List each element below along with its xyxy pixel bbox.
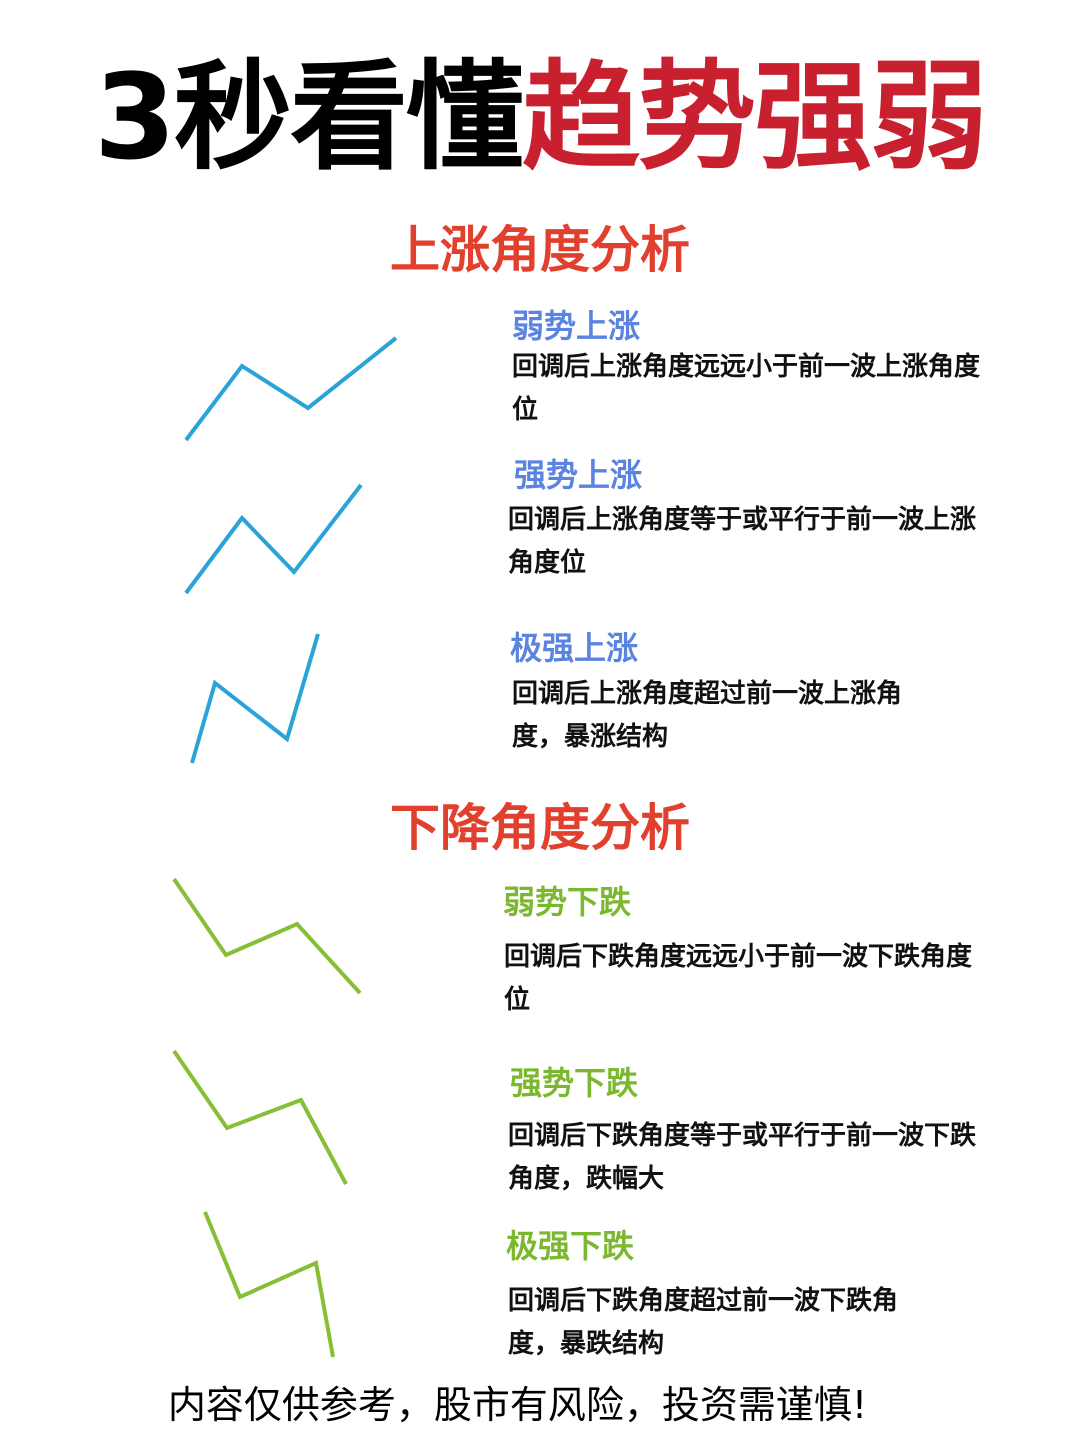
extreme-fall-line-icon (203, 1211, 335, 1358)
strong-fall-line-icon (172, 1049, 348, 1185)
weak-fall-line-icon (172, 877, 362, 995)
disclaimer: 内容仅供参考，股市有风险，投资需谨慎! (167, 1383, 868, 1427)
extreme-rise-title: 极强上涨 (510, 629, 639, 667)
strong-fall-title: 强势下跌 (510, 1064, 639, 1102)
weak-fall-desc: 回调后下跌角度远远小于前一波下跌角度位 (504, 942, 973, 1015)
rise-section-title: 上涨角度分析 (390, 221, 690, 279)
weak-rise-desc: 回调后上涨角度远远小于前一波上涨角度位 (512, 352, 981, 425)
strong-rise-line-icon (184, 483, 363, 595)
weak-rise-title: 弱势上涨 (512, 307, 641, 345)
extreme-rise-desc: 回调后上涨角度超过前一波上涨角度，暴涨结构 (512, 679, 903, 752)
strong-rise-title: 强势上涨 (514, 456, 643, 494)
title-part-black: 3秒看懂 (93, 48, 524, 186)
strong-rise-desc: 回调后上涨角度等于或平行于前一波上涨角度位 (508, 505, 977, 578)
extreme-rise-line-icon (190, 633, 320, 764)
extreme-fall-desc: 回调后下跌角度超过前一波下跌角度，暴跌结构 (508, 1286, 899, 1359)
title-part-red: 趋势强弱 (522, 48, 988, 186)
fall-section-title: 下降角度分析 (390, 799, 690, 857)
weak-fall-title: 弱势下跌 (503, 883, 632, 921)
strong-fall-desc: 回调后下跌角度等于或平行于前一波下跌角度，跌幅大 (508, 1121, 977, 1194)
page-title: 3秒看懂趋势强弱 (0, 52, 1080, 182)
extreme-fall-title: 极强下跌 (506, 1227, 635, 1265)
weak-rise-line-icon (184, 336, 398, 442)
